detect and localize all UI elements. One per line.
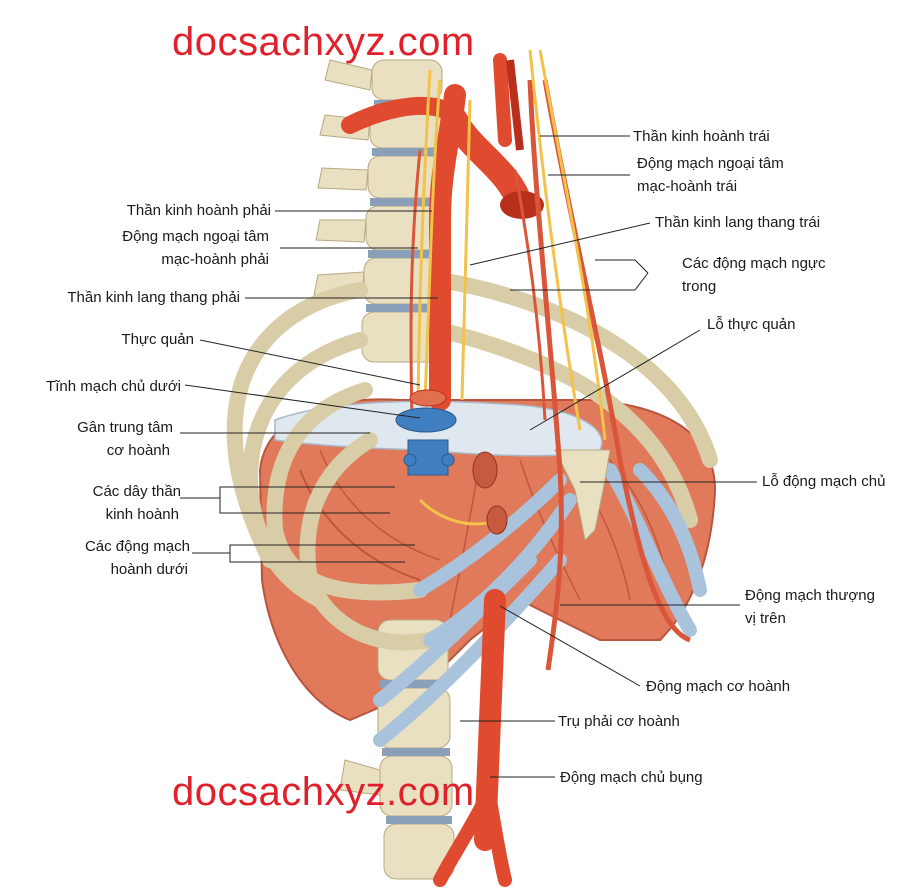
label-phrenic-left: Thần kinh hoành trái bbox=[633, 128, 770, 145]
label-musculophrenic: Động mạch cơ hoành bbox=[646, 678, 791, 695]
label-superior-epigastric-2: vị trên bbox=[745, 610, 786, 627]
nerves bbox=[416, 49, 607, 526]
watermark-bottom: docsachxyz.com bbox=[172, 770, 475, 814]
label-right-crus: Trụ phải cơ hoành bbox=[558, 713, 680, 730]
xiphoid-process bbox=[554, 449, 611, 542]
esophageal-hiatus bbox=[472, 451, 498, 489]
label-abdominal-aorta: Động mạch chủ bụng bbox=[560, 769, 703, 786]
label-esophageal-hiatus: Lỗ thực quản bbox=[707, 316, 796, 333]
label-internal-thoracic-2: trong bbox=[682, 278, 717, 295]
watermark-top: docsachxyz.com bbox=[172, 20, 475, 64]
label-pericardiophrenic-right-2: mạc-hoành phải bbox=[161, 251, 269, 268]
label-superior-epigastric-1: Động mạch thượng bbox=[745, 587, 875, 604]
label-vagus-left: Thần kinh lang thang trái bbox=[655, 214, 821, 231]
label-inferior-phrenic-1: Các động mạch bbox=[84, 538, 190, 555]
label-phrenic-nerves-2: kinh hoành bbox=[105, 506, 179, 523]
label-phrenic-right: Thần kinh hoành phải bbox=[126, 202, 271, 219]
inferior-vena-cava bbox=[395, 407, 457, 476]
label-pericardiophrenic-left-1: Động mạch ngoại tâm bbox=[637, 155, 784, 172]
esophagus-opening bbox=[409, 389, 447, 407]
arteries bbox=[341, 53, 691, 887]
label-pericardiophrenic-left-2: mạc-hoành trái bbox=[637, 178, 738, 195]
aortic-hiatus bbox=[486, 505, 508, 535]
label-aortic-hiatus: Lỗ động mạch chủ bbox=[762, 473, 886, 490]
label-vagus-right: Thần kinh lang thang phải bbox=[67, 289, 240, 306]
label-esophagus: Thực quản bbox=[121, 331, 194, 348]
label-central-tendon-2: cơ hoành bbox=[106, 442, 170, 459]
costal-cartilage bbox=[373, 463, 707, 747]
label-inferior-phrenic-2: hoành dưới bbox=[110, 561, 188, 578]
label-ivc: Tĩnh mạch chủ dưới bbox=[46, 378, 181, 395]
label-phrenic-nerves-1: Các dây thần bbox=[92, 483, 181, 500]
label-central-tendon-1: Gân trung tâm bbox=[77, 419, 173, 436]
label-internal-thoracic-1: Các động mạch ngực bbox=[682, 255, 826, 272]
label-pericardiophrenic-right-1: Động mạch ngoại tâm bbox=[122, 228, 269, 245]
leader-lines bbox=[180, 135, 757, 778]
